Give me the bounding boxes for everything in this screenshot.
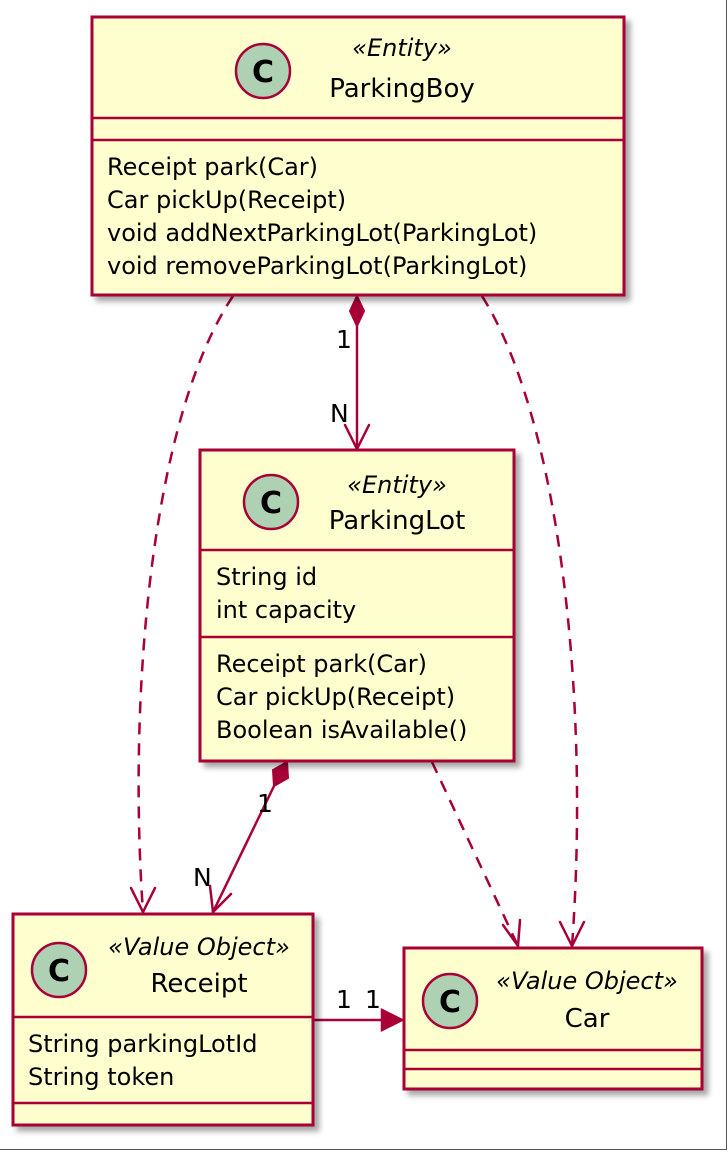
composition-lot-receipt <box>211 785 276 913</box>
class-parking-lot[interactable]: C «Entity» ParkingLot String id int capa… <box>198 448 516 763</box>
svg-text:C: C <box>439 985 461 1020</box>
diamond-lot-receipt <box>271 760 290 788</box>
class-icon: C <box>30 941 88 999</box>
mult-receipt-car-target: 1 <box>365 985 381 1014</box>
diamond-boy-lot <box>348 293 366 329</box>
attribute-item: String token <box>28 1063 174 1091</box>
attribute-item: String id <box>216 563 317 591</box>
mult-receipt-car-source: 1 <box>336 985 352 1014</box>
attribute-item: int capacity <box>216 596 356 624</box>
method-item: Boolean isAvailable() <box>216 716 467 744</box>
class-stereotype: «Value Object» <box>108 933 290 961</box>
class-name: Car <box>565 1004 610 1034</box>
dependency-lot-car <box>430 761 520 947</box>
class-icon: C <box>234 42 292 100</box>
class-receipt[interactable]: C «Value Object» Receipt String parkingL… <box>11 912 315 1127</box>
class-icon: C <box>421 972 479 1030</box>
class-stereotype: «Entity» <box>352 34 452 62</box>
method-item: Receipt park(Car) <box>216 650 427 678</box>
class-parking-boy[interactable]: C «Entity» ParkingBoy Receipt park(Car) … <box>90 15 626 297</box>
mult-lot-receipt-target: N <box>193 863 212 892</box>
mult-lot-receipt-source: 1 <box>257 789 273 818</box>
dependency-boy-receipt <box>137 295 235 913</box>
svg-text:C: C <box>48 954 70 989</box>
mult-boy-lot-source: 1 <box>336 325 352 354</box>
mult-boy-lot-target: N <box>330 399 349 428</box>
class-icon: C <box>242 473 300 531</box>
dependency-boy-car <box>480 295 579 947</box>
method-item: void addNextParkingLot(ParkingLot) <box>107 219 537 247</box>
svg-text:C: C <box>260 486 282 521</box>
class-name: ParkingLot <box>329 506 466 536</box>
method-item: void removeParkingLot(ParkingLot) <box>107 252 527 280</box>
arrowhead-lot-receipt <box>208 884 233 915</box>
class-stereotype: «Entity» <box>347 471 447 499</box>
class-name: ParkingBoy <box>329 74 475 104</box>
arrowhead-boy-car <box>558 920 586 949</box>
method-item: Receipt park(Car) <box>107 153 318 181</box>
arrowhead-lot-car <box>501 918 522 950</box>
method-item: Car pickUp(Receipt) <box>216 683 455 711</box>
svg-text:C: C <box>252 55 274 90</box>
arrowhead-receipt-car <box>380 1007 405 1033</box>
class-name: Receipt <box>150 969 247 999</box>
method-item: Car pickUp(Receipt) <box>107 186 346 214</box>
attribute-item: String parkingLotId <box>28 1030 257 1058</box>
class-car[interactable]: C «Value Object» Car <box>402 946 704 1091</box>
arrowhead-boy-receipt <box>129 886 157 915</box>
class-stereotype: «Value Object» <box>496 967 678 995</box>
